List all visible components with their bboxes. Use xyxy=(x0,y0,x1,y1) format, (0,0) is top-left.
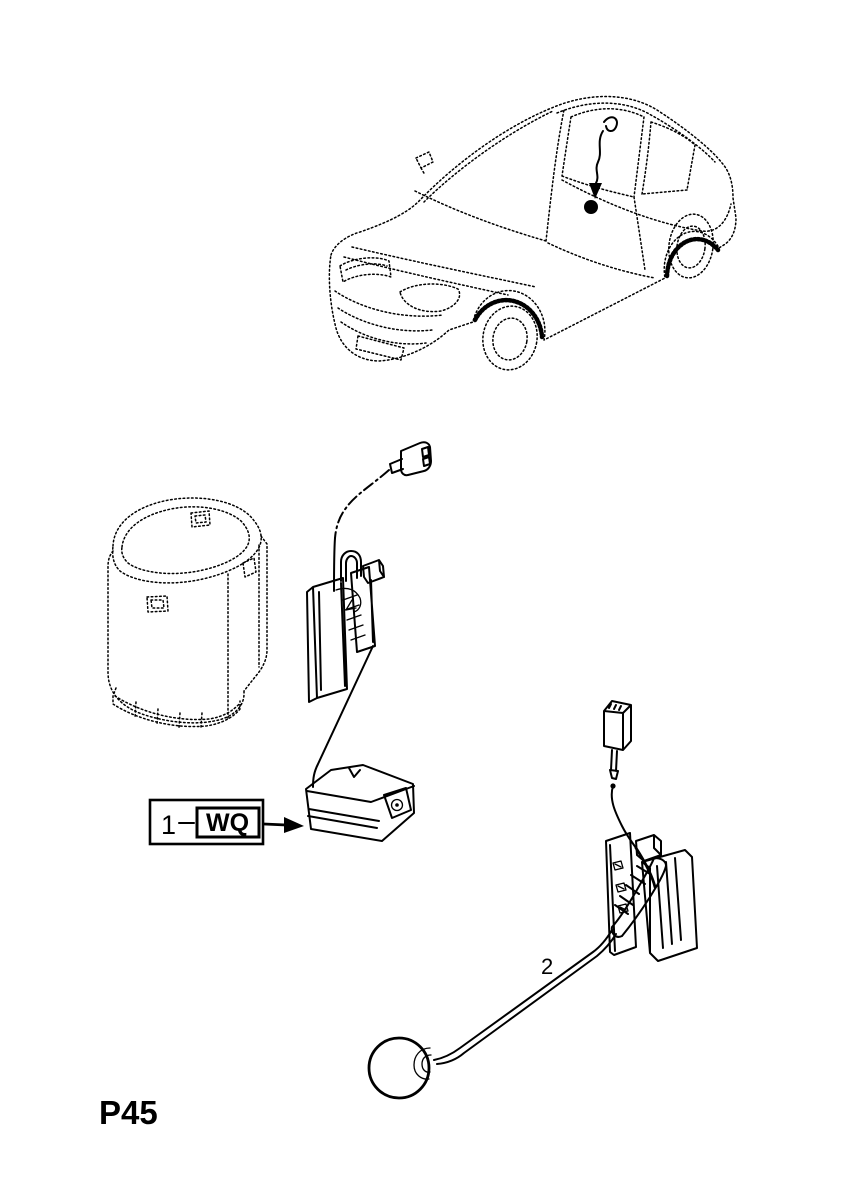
callout1-number: 1 xyxy=(161,810,176,840)
sender1-harness-wire xyxy=(334,469,390,539)
sender-unit-2-figure: 2 xyxy=(367,700,698,1100)
sender1-bracket xyxy=(306,550,385,703)
car-glasshouse-paths xyxy=(414,102,732,279)
callout-part1: 1 WQ xyxy=(148,798,304,846)
sender2-connector-stem xyxy=(609,749,619,780)
sender1-pivot xyxy=(390,798,404,812)
front-wheel-arch xyxy=(472,297,545,340)
sender2-bracket xyxy=(605,832,662,956)
sender-unit-1-figure xyxy=(305,441,432,842)
rear-wheel-arch xyxy=(664,236,721,279)
page-code: P45 xyxy=(99,1094,158,1131)
location-arrow xyxy=(584,116,618,214)
callout2-number: 2 xyxy=(541,954,553,979)
sender2-float-ball xyxy=(367,1036,431,1100)
sender2-connector xyxy=(603,700,632,751)
tank-top-rim xyxy=(111,497,262,584)
tank-bottom-tabs xyxy=(112,687,241,729)
callout1-code: WQ xyxy=(206,809,249,837)
location-arrowhead xyxy=(589,183,602,199)
sender1-connector xyxy=(389,441,432,477)
location-dot xyxy=(584,200,598,214)
car-silhouette-path xyxy=(328,95,737,362)
callout1-arrowhead xyxy=(284,817,304,833)
sender1-mechanism xyxy=(335,587,366,641)
sender2-ball-collar xyxy=(413,1047,432,1080)
callout1-code-box xyxy=(195,806,261,839)
sender1-float-box xyxy=(305,764,415,842)
fuel-tank-figure xyxy=(107,497,268,729)
tank-body xyxy=(107,510,268,724)
car-wheels xyxy=(472,213,721,371)
sender2-float-rod xyxy=(433,929,617,1065)
callout1-arrow-line xyxy=(262,822,288,827)
sender2-wire xyxy=(610,785,637,849)
car-front-detail-paths xyxy=(334,246,537,361)
sender2-terminals xyxy=(612,860,629,914)
car-outline-figure xyxy=(328,95,737,371)
